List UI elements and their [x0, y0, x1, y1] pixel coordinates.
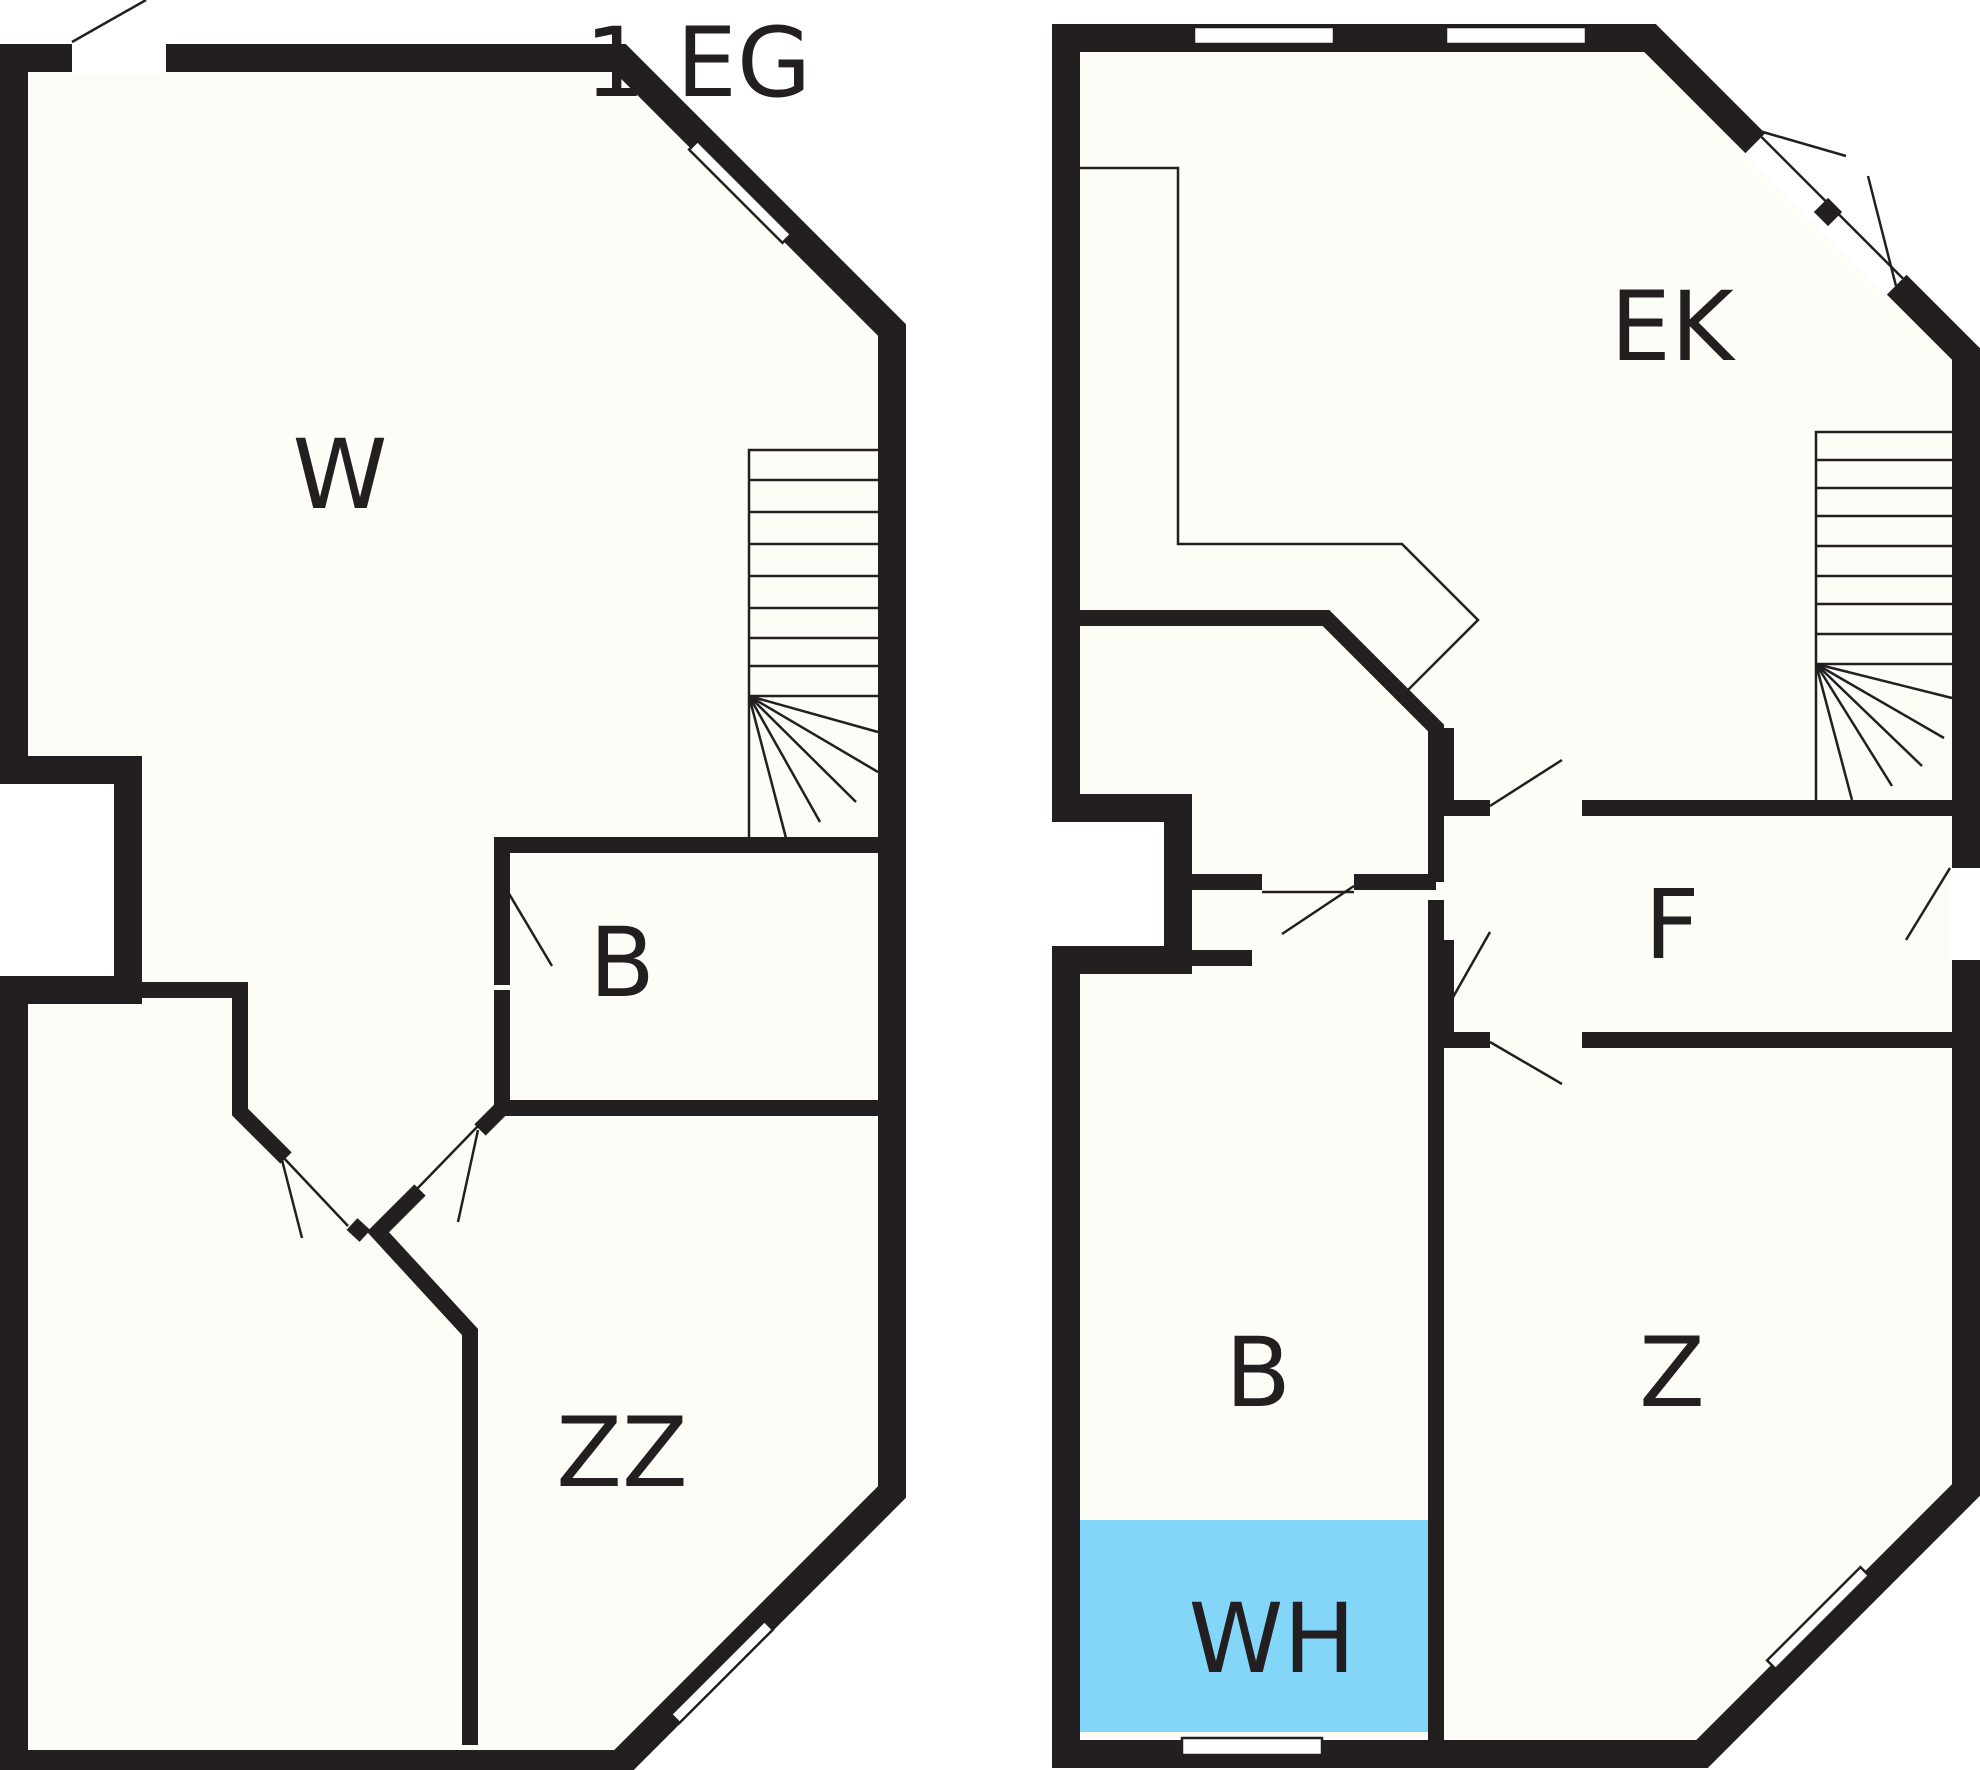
- right-staircase: [1814, 430, 1953, 801]
- room-label-zz: ZZ: [556, 1397, 688, 1509]
- left-se-window: [669, 1619, 775, 1725]
- left-hall-stub: [346, 1218, 371, 1242]
- room-label-b-left: B: [589, 907, 655, 1019]
- wh-area: [1080, 1520, 1432, 1732]
- left-plan-floor: [14, 58, 892, 1764]
- right-bottom-window: [1180, 1736, 1324, 1757]
- right-small-door-swing: [1281, 884, 1355, 936]
- room-label-ek: EK: [1610, 271, 1736, 383]
- right-z-door-swing: [1489, 1040, 1563, 1086]
- left-top-door-swing: [71, 0, 147, 44]
- left-b-wall-top: [494, 837, 878, 985]
- left-zz-wall: [366, 1184, 478, 1745]
- right-ne-door-opening: [1744, 128, 1912, 296]
- room-label-w: W: [293, 419, 388, 531]
- right-se-window: [1765, 1565, 1871, 1671]
- left-hall-door-leaf-b: [413, 1125, 479, 1193]
- right-east-opening: [1950, 868, 1980, 960]
- right-ek-door-swing: [1489, 758, 1563, 808]
- right-top-window-1: [1192, 25, 1336, 46]
- left-hall-door-swing-b: [456, 1129, 480, 1223]
- floor-title: 1.EG: [585, 7, 812, 119]
- kitchen-counter: [1080, 166, 1480, 693]
- left-ne-window: [687, 139, 793, 245]
- room-label-wh: WH: [1188, 1583, 1355, 1695]
- left-staircase: [747, 448, 879, 839]
- right-top-window-2: [1444, 25, 1588, 46]
- right-plan-floor: [1066, 38, 1966, 1754]
- left-hall-door-swing-a: [280, 1159, 304, 1239]
- right-outer-wall: [1052, 24, 1980, 1768]
- left-top-opening: [72, 42, 166, 74]
- right-ne-door-swing-b: [1866, 175, 1898, 287]
- right-f-door-swing: [1446, 931, 1492, 1007]
- left-hall-wall-ne: [474, 1102, 508, 1136]
- room-label-z: Z: [1639, 1317, 1705, 1429]
- right-floor-plan: EK F B Z WH: [1052, 24, 1980, 1768]
- room-label-b-right: B: [1225, 1317, 1291, 1429]
- left-hall-door-leaf-a: [281, 1155, 349, 1227]
- right-ne-door-swing-a: [1755, 128, 1847, 158]
- left-b-door-swing: [506, 891, 554, 967]
- left-room-wall: [128, 982, 292, 1164]
- right-east-door-swing: [1904, 867, 1952, 941]
- left-outer-wall: [0, 44, 906, 1770]
- room-label-f: F: [1644, 869, 1699, 981]
- left-floor-plan: 1.EG W B ZZ: [0, 0, 906, 1770]
